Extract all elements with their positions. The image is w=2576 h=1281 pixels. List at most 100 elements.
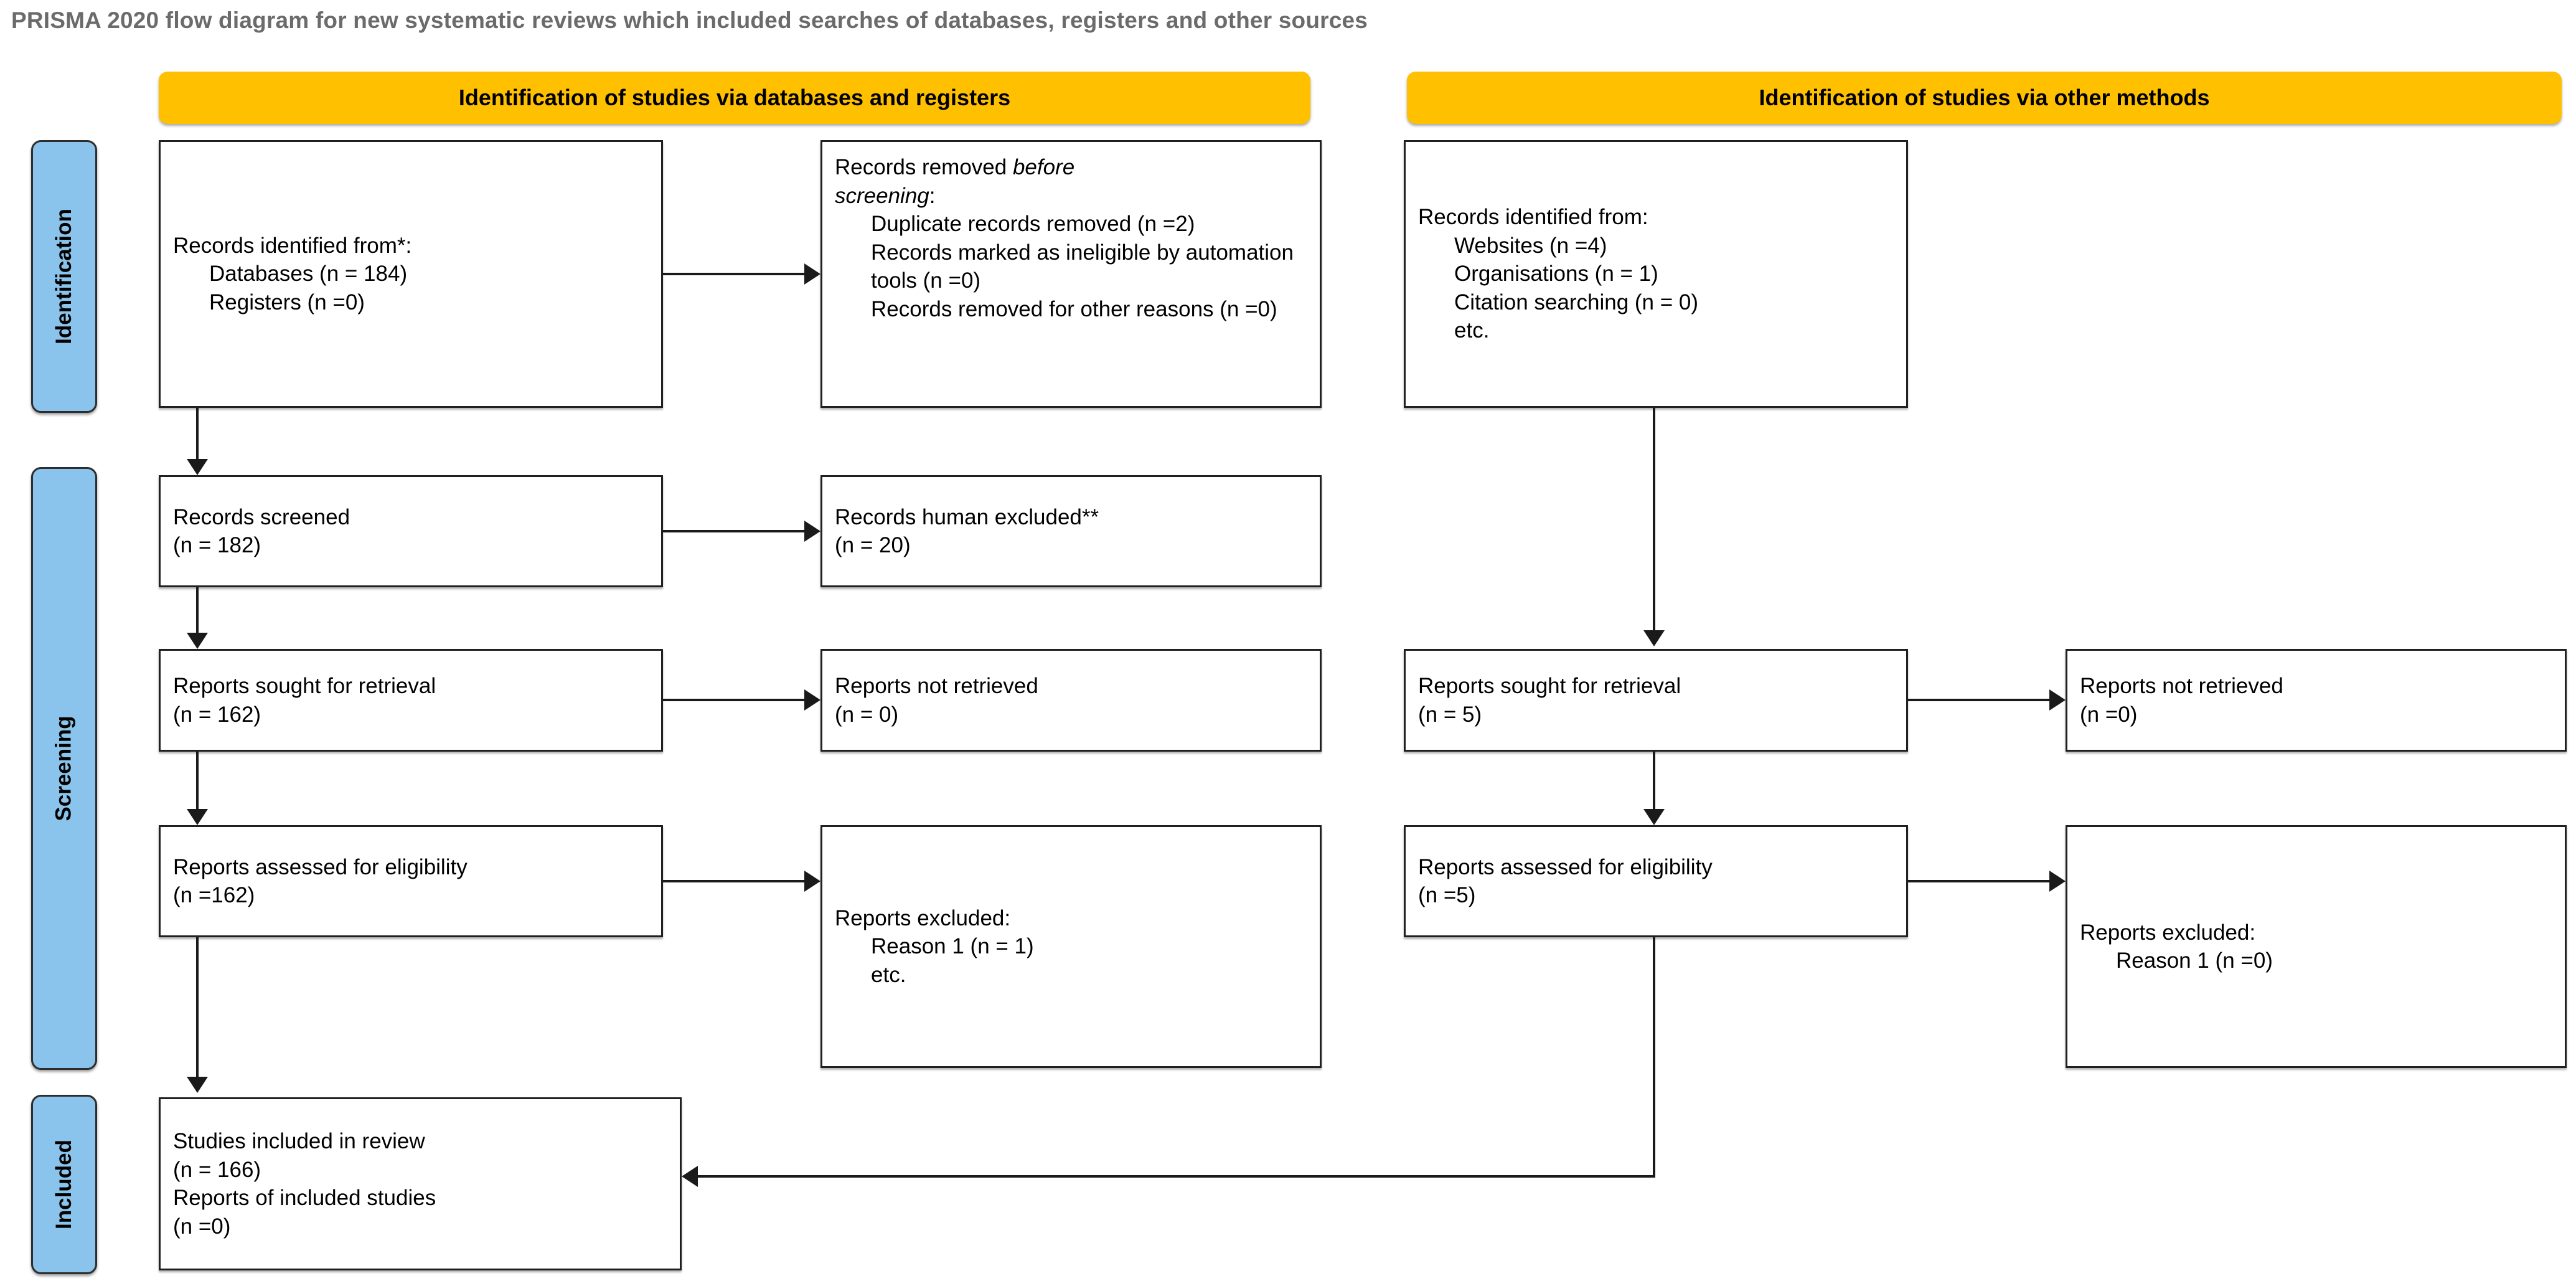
stage-label-screening: Screening: [31, 467, 97, 1070]
connector-sought-to-not-retrieved: [663, 699, 804, 701]
header-bar-databases: Identification of studies via databases …: [159, 72, 1310, 124]
arrowhead-other-assessed-to-included: [682, 1166, 698, 1187]
box-reports-not-retrieved-other: Reports not retrieved (n =0): [2066, 649, 2567, 752]
line: Citation searching (n = 0): [1454, 290, 1699, 314]
line: Registers (n =0): [209, 290, 365, 314]
line: Records identified from*:: [173, 233, 412, 258]
box-reports-assessed-other: Reports assessed for eligibility (n =5): [1404, 825, 1908, 937]
arrowhead-screened-to-sought: [187, 633, 208, 649]
box-reports-excluded-databases: Reports excluded: Reason 1 (n = 1) etc.: [820, 825, 1322, 1068]
connector-identified-to-screened: [196, 408, 199, 459]
line: Reports not retrieved: [2080, 674, 2283, 698]
stage-label-screening-text: Screening: [52, 716, 77, 821]
line-part-italic: screening: [835, 183, 929, 208]
box-reports-excluded-other-text: Reports excluded: Reason 1 (n =0): [2067, 919, 2565, 975]
line-part: :: [929, 183, 936, 208]
line: (n = 162): [173, 702, 261, 727]
stage-label-included-text: Included: [52, 1140, 76, 1229]
box-records-screened: Records screened (n = 182): [159, 475, 663, 587]
line: (n = 166): [173, 1157, 261, 1182]
line: Reason 1 (n = 1): [871, 934, 1034, 959]
connector-other-sought-to-not-retrieved: [1908, 699, 2049, 701]
line: Studies included in review: [173, 1129, 425, 1153]
box-studies-included-text: Studies included in review (n = 166) Rep…: [161, 1127, 680, 1241]
box-reports-assessed-databases: Reports assessed for eligibility (n =162…: [159, 825, 663, 937]
box-reports-sought-databases: Reports sought for retrieval (n = 162): [159, 649, 663, 752]
connector-other-sought-to-assessed: [1653, 752, 1655, 809]
line: (n = 5): [1418, 702, 1482, 727]
box-records-screened-text: Records screened (n = 182): [161, 503, 661, 560]
line: (n =0): [173, 1214, 231, 1239]
box-reports-not-retrieved-other-text: Reports not retrieved (n =0): [2067, 672, 2565, 729]
line: Records removed for other reasons (n =0): [871, 296, 1277, 321]
box-records-identified-databases-text: Records identified from*: Databases (n =…: [161, 232, 661, 317]
line: Records marked as ineligible by automati…: [871, 240, 1294, 293]
box-reports-assessed-databases-text: Reports assessed for eligibility (n =162…: [161, 853, 661, 910]
line: Reports sought for retrieval: [1418, 674, 1681, 698]
line: Websites (n =4): [1454, 233, 1607, 258]
line: Records identified from:: [1418, 205, 1648, 230]
arrowhead-other-assessed-to-excluded: [2049, 871, 2066, 892]
connector-identified-to-removed: [663, 273, 804, 275]
line: Reports excluded:: [2080, 920, 2256, 945]
arrowhead-identified-to-removed: [804, 263, 820, 285]
arrowhead-other-identified-to-sought: [1643, 630, 1665, 646]
line: Records human excluded**: [835, 504, 1099, 529]
box-records-removed-before-screening-text: Records removed before screening: Duplic…: [822, 142, 1320, 323]
box-reports-sought-other-text: Reports sought for retrieval (n = 5): [1406, 672, 1906, 729]
line: Records removed before: [835, 153, 1310, 182]
arrowhead-sought-to-not-retrieved: [804, 689, 820, 711]
line: Duplicate records removed (n =2): [871, 212, 1195, 236]
arrowhead-other-sought-to-assessed: [1643, 809, 1665, 825]
box-reports-excluded-databases-text: Reports excluded: Reason 1 (n = 1) etc.: [822, 904, 1320, 990]
line: Records screened: [173, 504, 350, 529]
box-reports-sought-other: Reports sought for retrieval (n = 5): [1404, 649, 1908, 752]
arrowhead-assessed-to-included: [187, 1077, 208, 1093]
stage-label-identification-text: Identification: [52, 209, 76, 344]
connector-screened-to-excluded: [663, 530, 804, 532]
line: Reports assessed for eligibility: [1418, 854, 1713, 879]
line: Organisations (n = 1): [1454, 262, 1658, 286]
connector-other-assessed-to-excluded: [1908, 880, 2049, 882]
connector-assessed-to-excluded: [663, 880, 804, 882]
stage-label-identification: Identification: [31, 140, 97, 413]
line: (n = 20): [835, 533, 911, 557]
box-reports-not-retrieved-databases-text: Reports not retrieved (n = 0): [822, 672, 1320, 729]
header-bar-other-methods: Identification of studies via other meth…: [1407, 72, 2562, 124]
line: (n =162): [173, 883, 255, 907]
box-reports-excluded-other: Reports excluded: Reason 1 (n =0): [2066, 825, 2567, 1068]
line: Databases (n = 184): [209, 262, 408, 286]
connector-assessed-to-included: [196, 937, 199, 1077]
box-records-identified-other: Records identified from: Websites (n =4)…: [1404, 140, 1908, 408]
line: Reports of included studies: [173, 1186, 436, 1210]
box-reports-sought-databases-text: Reports sought for retrieval (n = 162): [161, 672, 661, 729]
arrowhead-assessed-to-excluded: [804, 871, 820, 892]
box-reports-assessed-other-text: Reports assessed for eligibility (n =5): [1406, 853, 1906, 910]
line: etc.: [871, 962, 906, 987]
connector-sought-to-assessed: [196, 752, 199, 809]
line: Reports sought for retrieval: [173, 674, 436, 698]
line: Reports assessed for eligibility: [173, 854, 468, 879]
line: (n =5): [1418, 883, 1476, 907]
connector-other-assessed-left-to-included: [698, 1175, 1655, 1178]
line: screening:: [835, 182, 1310, 210]
header-bar-other-methods-label: Identification of studies via other meth…: [1759, 85, 2210, 110]
line: etc.: [1454, 318, 1490, 343]
connector-other-identified-to-sought: [1653, 408, 1655, 630]
box-records-human-excluded: Records human excluded** (n = 20): [820, 475, 1322, 587]
box-records-removed-before-screening: Records removed before screening: Duplic…: [820, 140, 1322, 408]
box-records-human-excluded-text: Records human excluded** (n = 20): [822, 503, 1320, 560]
line-part: Records removed: [835, 155, 1013, 179]
box-reports-not-retrieved-databases: Reports not retrieved (n = 0): [820, 649, 1322, 752]
line: (n = 0): [835, 702, 899, 727]
arrowhead-screened-to-excluded: [804, 521, 820, 542]
line: (n = 182): [173, 533, 261, 557]
line: Reports excluded:: [835, 905, 1011, 930]
box-studies-included: Studies included in review (n = 166) Rep…: [159, 1097, 682, 1270]
arrowhead-identified-to-screened: [187, 459, 208, 475]
line: Reason 1 (n =0): [2116, 948, 2273, 973]
header-bar-databases-label: Identification of studies via databases …: [458, 85, 1011, 110]
line-part-italic: before: [1012, 155, 1075, 179]
arrowhead-other-sought-to-not-retrieved: [2049, 689, 2066, 711]
